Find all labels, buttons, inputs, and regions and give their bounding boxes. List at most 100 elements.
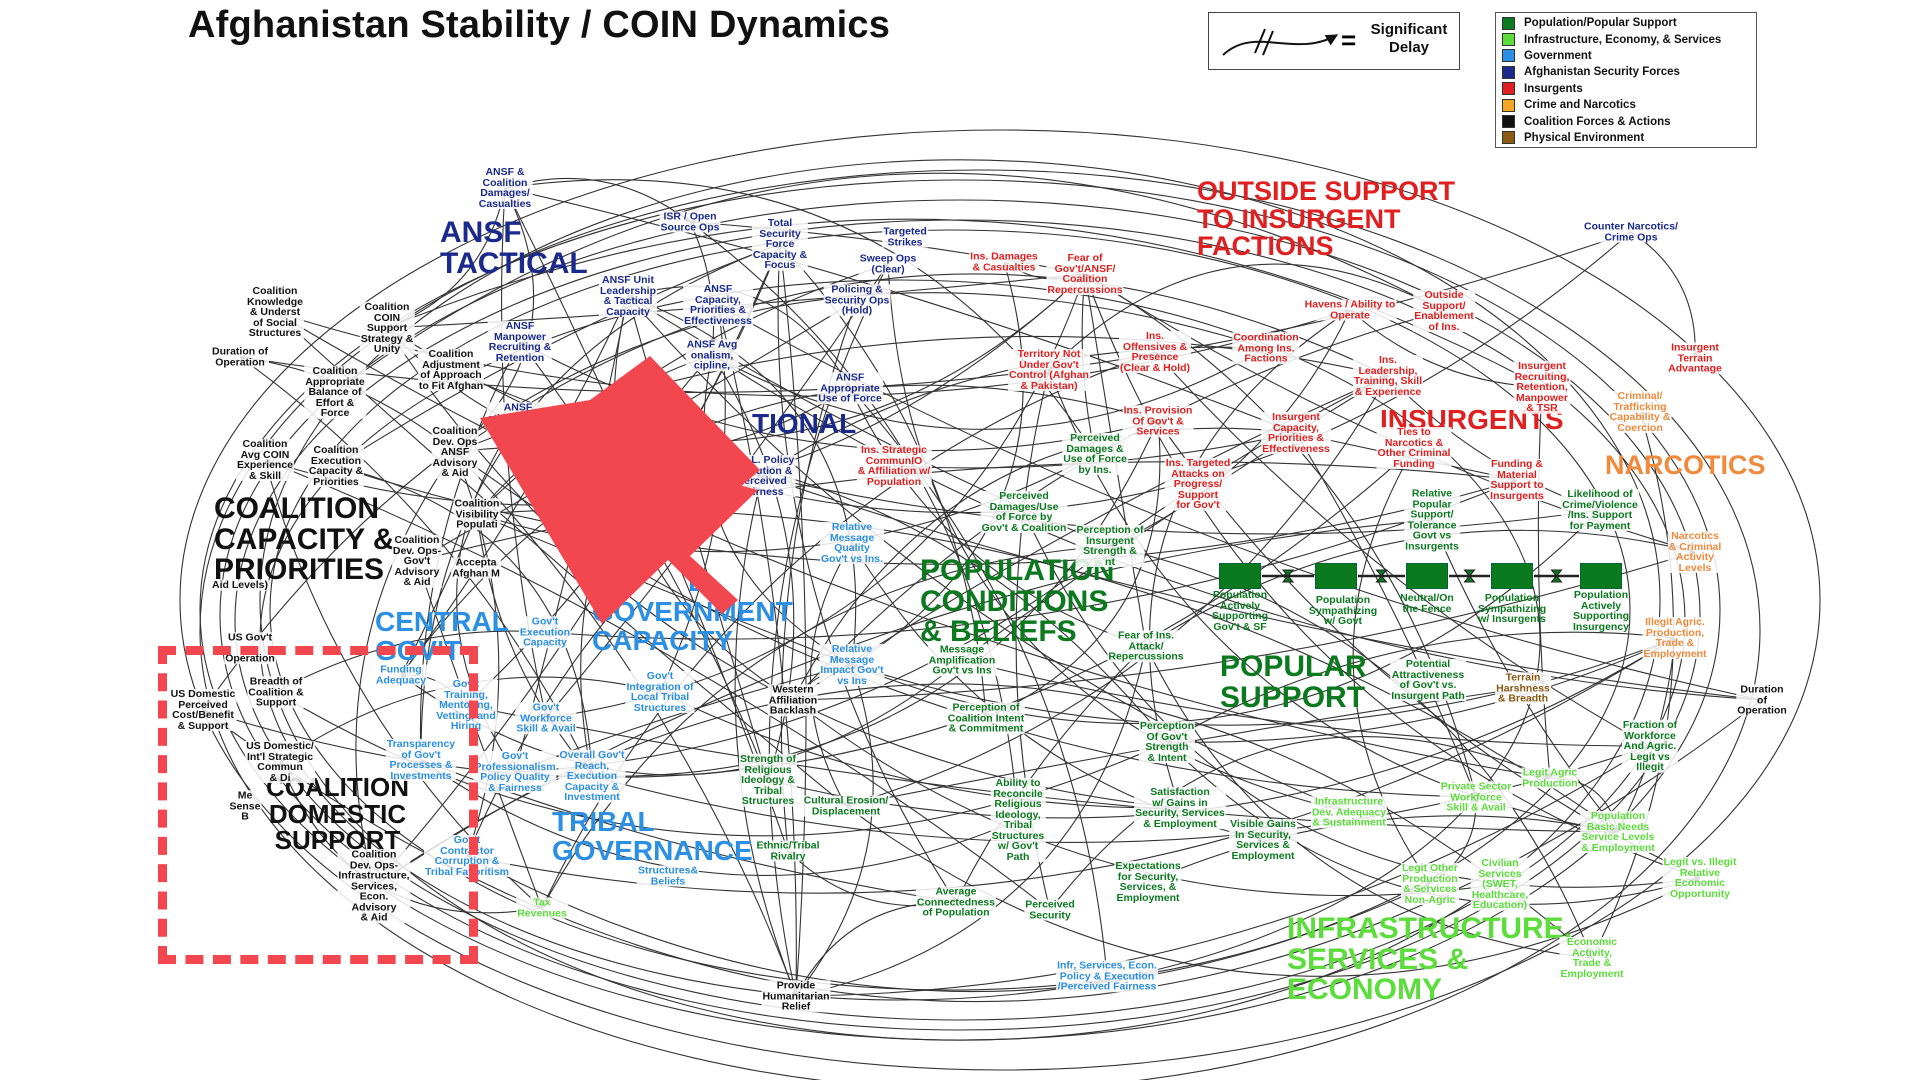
causal-link bbox=[416, 560, 543, 909]
delay-label-line1: Significant bbox=[1370, 21, 1448, 38]
node-coalition-avg-coin: Coalition Avg COIN Experience & Skill bbox=[235, 438, 295, 482]
node-coalition-dev-govt: Coalition Dev. Ops- Gov't Advisory & Aid bbox=[391, 533, 443, 588]
causal-link bbox=[504, 187, 1297, 434]
legend-item: Population/Popular Support bbox=[1502, 15, 1750, 31]
causal-link bbox=[767, 637, 1676, 819]
causal-link bbox=[795, 645, 1147, 998]
section-tribal-governance: TRIBAL GOVERNANCE bbox=[552, 806, 753, 866]
delay-legend: = Significant Delay bbox=[1208, 12, 1460, 70]
section-govt-capacity: GOVERNMENT CAPACITY bbox=[592, 596, 793, 656]
causal-link bbox=[761, 475, 1763, 703]
node-govt-contractor: Gov't Contractor Corruption & Tribal Fav… bbox=[423, 834, 511, 878]
causal-link bbox=[795, 664, 874, 997]
node-ins-damages: Ins. Damages & Casualties bbox=[969, 250, 1039, 273]
causal-link bbox=[259, 279, 1541, 1001]
stock-label: Population Actively Supporting Gov't & S… bbox=[1212, 589, 1268, 633]
node-ability-reconcile: Ability to Reconcile Religious Ideology,… bbox=[990, 777, 1046, 863]
node-infra-dev: Infrastructure Dev. Adequacy & Sustainme… bbox=[1310, 795, 1388, 829]
causal-link bbox=[199, 169, 1761, 1080]
node-govt-training: Gov't Training, Mentoring, Vetting, and … bbox=[435, 677, 497, 732]
section-infrastructure: INFRASTRUCTURE, SERVICES & ECONOMY bbox=[1287, 912, 1572, 1007]
causal-link bbox=[219, 199, 1701, 1031]
node-provide-humanitarian: Provide Humanitarian Relief bbox=[761, 979, 831, 1013]
causal-link bbox=[264, 459, 1051, 911]
causal-link bbox=[1109, 309, 1351, 547]
causal-link bbox=[1591, 411, 1674, 959]
node-terrain-harshness: Terrain Harshness & Breadth bbox=[1495, 671, 1551, 705]
node-perceived-security: Perceived Security bbox=[1024, 898, 1076, 921]
causal-link bbox=[335, 465, 1518, 565]
causal-link bbox=[779, 243, 807, 997]
node-coalition-adjust: Coalition Adjustment of Approach to Fit … bbox=[417, 348, 485, 392]
node-ansf-manpower: ANSF Manpower Recruiting & Retention bbox=[487, 320, 553, 364]
node-govt-exec-cap: Gov't Execution Capacity bbox=[518, 615, 572, 649]
causal-link bbox=[961, 658, 1651, 747]
causal-link bbox=[1048, 263, 1445, 371]
delay-arrow-icon bbox=[1222, 28, 1339, 56]
causal-link bbox=[275, 628, 546, 693]
node-breadth-support: Breadth of Coalition & Support bbox=[247, 675, 305, 709]
node-private-sector: Private Sector Workforce Skill & Avail bbox=[1439, 780, 1513, 814]
causal-link bbox=[659, 691, 1181, 811]
causal-link bbox=[627, 285, 851, 389]
causal-link bbox=[711, 354, 795, 781]
section-population-conditions: POPULATION CONDITIONS & BELIEFS bbox=[920, 554, 1115, 649]
node-ins-capacity: Insurgent Capacity, Priorities & Effecti… bbox=[1261, 411, 1331, 455]
node-ins-offensives: Ins. Offensives & Presence (Clear & Hold… bbox=[1118, 330, 1192, 374]
causal-link bbox=[845, 805, 1701, 977]
node-message-amp: Message Amplification Gov't vs Ins bbox=[927, 643, 997, 677]
node-legit-other: Legit Other Production & Services Non-Ag… bbox=[1400, 862, 1460, 906]
legend-swatch bbox=[1502, 49, 1515, 63]
legend-label: Population/Popular Support bbox=[1524, 17, 1677, 30]
node-economic-activity: Economic Activity, Trade & Employment bbox=[1559, 936, 1625, 980]
legend-item: Crime and Narcotics bbox=[1502, 97, 1750, 113]
causal-link bbox=[1084, 273, 1478, 798]
delay-label-line2: Delay bbox=[1388, 39, 1430, 56]
causal-link bbox=[400, 513, 478, 676]
node-insurgent-terrain: Insurgent Terrain Advantage bbox=[1667, 341, 1723, 375]
node-coalition-exec: Coalition Execution Capacity & Prioritie… bbox=[307, 444, 365, 488]
causal-link bbox=[955, 645, 1147, 903]
node-coalition-dev-infra: Coalition Dev. Ops- Infrastructure, Serv… bbox=[337, 848, 411, 924]
node-civilian-services: Civilian Services (SWET, Healthcare, Edu… bbox=[1470, 856, 1530, 911]
node-illegit-agric: Illegit Agric. Production, Trade & Emplo… bbox=[1642, 616, 1708, 660]
causal-link bbox=[795, 745, 1651, 997]
causal-link bbox=[541, 545, 1111, 909]
node-us-intl: US Domestic/ Int'l Strategic Commun & Di bbox=[245, 740, 315, 784]
causal-link bbox=[1166, 631, 1676, 743]
stock-label: Population Sympathizing w/ Govt bbox=[1308, 594, 1378, 627]
node-ins-leadership: Ins. Leadership, Training, Skill & Exper… bbox=[1352, 354, 1424, 398]
legend-label: Physical Environment bbox=[1524, 131, 1645, 144]
node-potential-attractiveness: Potential Attractiveness of Gov't vs. In… bbox=[1390, 658, 1466, 702]
node-duration-left: Duration of Operation bbox=[211, 345, 269, 368]
legend-label: Afghanistan Security Forces bbox=[1524, 66, 1680, 79]
causal-link bbox=[334, 172, 1445, 393]
causal-link bbox=[1109, 375, 1389, 547]
node-legit-vs-illegit: Legit vs. Illegit Relative Economic Oppo… bbox=[1662, 856, 1738, 900]
stock-box bbox=[1580, 563, 1622, 589]
causal-link bbox=[474, 513, 593, 777]
node-expectations-security: Expectations for Security, Services, & E… bbox=[1114, 860, 1182, 904]
legend-item: Physical Environment bbox=[1502, 130, 1750, 146]
causal-link bbox=[792, 550, 1696, 701]
causal-link bbox=[792, 427, 1297, 701]
node-aid-levels: Aid Levels) bbox=[210, 578, 270, 591]
causal-link bbox=[851, 637, 1676, 726]
node-relative-message-impact: Relative Message Impact Gov't vs Ins bbox=[819, 643, 885, 687]
category-legend: Population/Popular Support Infrastructur… bbox=[1495, 12, 1757, 148]
legend-swatch bbox=[1502, 131, 1515, 145]
node-isr-ops: ISR / Open Source Ops bbox=[659, 210, 721, 233]
highlight-dashed-box bbox=[158, 646, 478, 964]
node-sweep-ops: Sweep Ops (Clear) bbox=[858, 252, 918, 275]
node-overall-govt: Overall Gov't Reach, Execution Capacity … bbox=[558, 748, 626, 803]
stock-label: Neutral/On the Fence bbox=[1400, 592, 1454, 615]
node-infr-services: Infr, Services, Econ. Policy & Execution… bbox=[1056, 959, 1158, 993]
causal-link bbox=[1630, 231, 1698, 359]
causal-link bbox=[761, 474, 1601, 535]
node-coalition-balance: Coalition Appropriate Balance of Effort … bbox=[304, 364, 366, 419]
causal-link bbox=[179, 129, 1821, 1071]
node-perception-coalition: Perception of Coalition Intent & Commitm… bbox=[946, 701, 1026, 735]
causal-link bbox=[1084, 273, 1701, 879]
causal-link bbox=[199, 179, 1721, 1041]
legend-item: Insurgents bbox=[1502, 81, 1750, 97]
